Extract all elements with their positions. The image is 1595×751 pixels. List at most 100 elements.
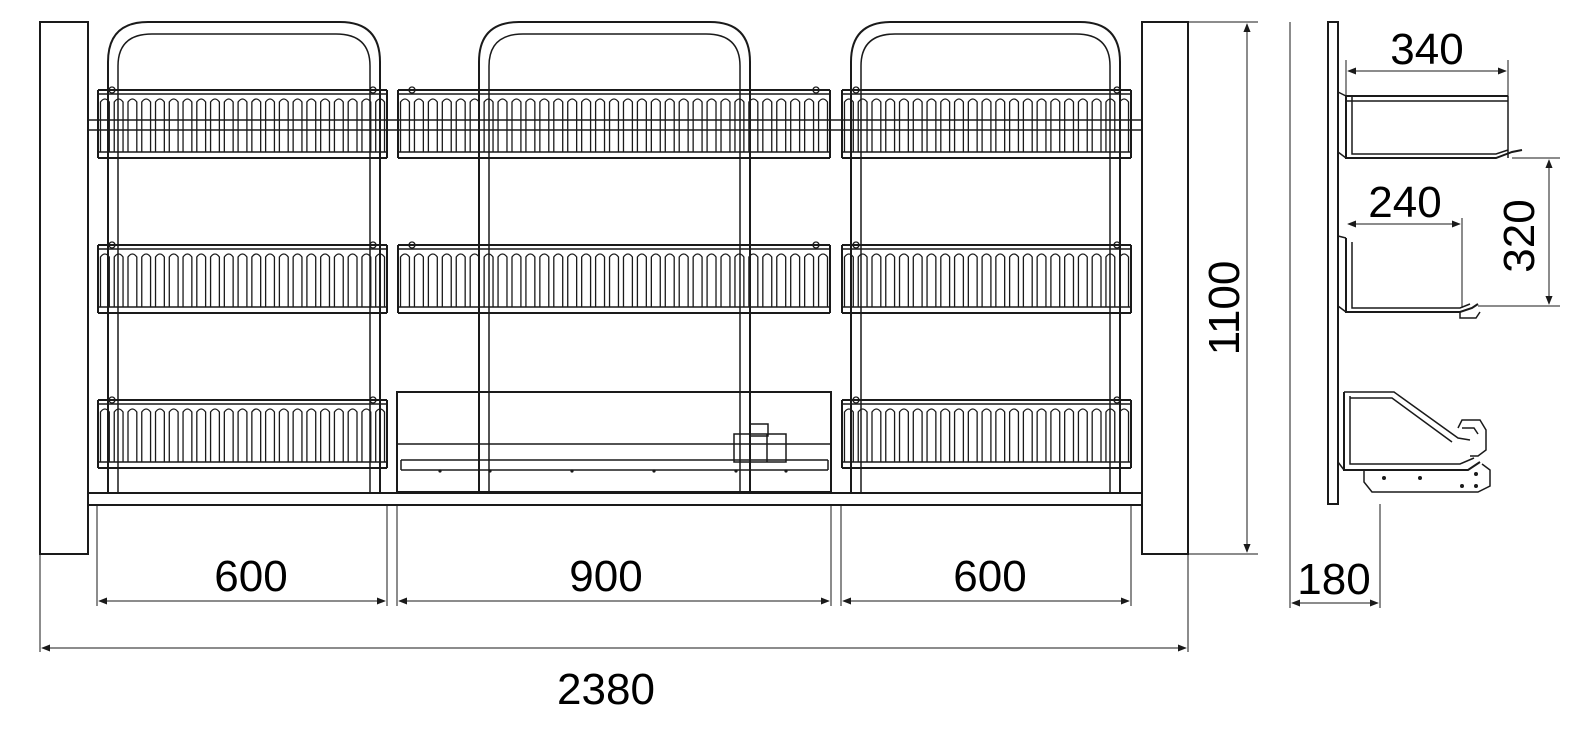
basket-wire	[375, 408, 386, 462]
basket-wire	[264, 253, 276, 307]
basket-wire	[912, 98, 923, 152]
basket-wire	[553, 253, 564, 307]
basket-wire	[209, 98, 221, 152]
basket-wire	[678, 98, 689, 152]
basket-wire	[511, 98, 522, 152]
basket-wire	[1091, 253, 1102, 307]
basket-wire	[817, 253, 829, 307]
basket-wire	[209, 408, 221, 462]
basket-wire	[898, 253, 909, 307]
basket-wire	[223, 98, 234, 152]
basket-wire	[664, 253, 675, 307]
basket-wire	[333, 253, 344, 307]
basket-wire	[1050, 253, 1061, 307]
frame-arch-inner	[860, 33, 1111, 493]
basket-wire	[664, 98, 675, 152]
basket-wire	[1091, 98, 1102, 152]
basket-wire	[1008, 408, 1020, 462]
basket-wire	[1105, 253, 1116, 307]
basket-wire	[1022, 253, 1033, 307]
basket-wire	[264, 408, 276, 462]
wire-basket	[841, 241, 1132, 314]
basket-wire	[361, 253, 372, 307]
basket-wire	[1105, 408, 1116, 462]
basket-wire	[399, 253, 411, 307]
basket-wire	[320, 253, 331, 307]
basket-wire	[567, 98, 578, 152]
basket-wire	[292, 98, 303, 152]
dim-overall-width: 2380	[557, 665, 655, 714]
basket-wire	[455, 98, 466, 152]
basket-wire	[539, 98, 550, 152]
basket-wire	[141, 253, 152, 307]
basket-wire	[347, 408, 358, 462]
dim-center-width: 900	[569, 552, 642, 601]
basket-wire	[1036, 98, 1047, 152]
basket-wire	[622, 98, 634, 152]
basket-wire	[209, 253, 221, 307]
basket-wire	[1036, 408, 1047, 462]
basket-wire	[1077, 253, 1088, 307]
basket-wire	[636, 253, 647, 307]
frame-uprights	[107, 21, 1121, 493]
basket-wire	[1022, 408, 1033, 462]
basket-wire	[706, 98, 717, 152]
basket-wire	[720, 98, 731, 152]
basket-wire	[413, 253, 425, 307]
basket-wire	[940, 408, 951, 462]
basket-wire	[99, 408, 110, 462]
basket-wire	[154, 408, 165, 462]
basket-wire	[196, 98, 207, 152]
basket-wire	[251, 98, 262, 152]
basket-wire	[981, 98, 992, 152]
front-view: 600 900 600 2380 1100	[39, 21, 1258, 714]
basket-wire	[940, 98, 951, 152]
basket-wire	[375, 98, 386, 152]
basket-wire	[168, 98, 179, 152]
basket-wire	[622, 253, 634, 307]
basket-wire	[427, 253, 438, 307]
front-dimensions: 600 900 600 2380 1100	[39, 21, 1258, 714]
frame-arch-inner	[117, 33, 371, 493]
basket-wire	[1119, 408, 1130, 462]
basket-wire	[734, 98, 745, 152]
basket-wire	[885, 253, 896, 307]
side-base-unit	[1337, 391, 1491, 493]
basket-group	[97, 86, 1132, 469]
basket-wire	[857, 408, 868, 462]
basket-wire	[871, 253, 882, 307]
base-unit-block	[733, 433, 787, 463]
basket-wire	[127, 98, 138, 152]
basket-wire	[113, 98, 124, 152]
basket-wire	[912, 253, 923, 307]
basket-wire	[427, 98, 438, 152]
basket-wire	[1119, 253, 1130, 307]
basket-wire	[748, 253, 759, 307]
basket-wire	[1050, 98, 1061, 152]
basket-wire	[347, 253, 358, 307]
basket-wire	[953, 98, 965, 152]
basket-wire	[1064, 253, 1075, 307]
basket-wire	[776, 253, 787, 307]
basket-wire	[1008, 253, 1020, 307]
basket-wire	[292, 253, 303, 307]
basket-wire	[636, 98, 647, 152]
basket-wire	[320, 408, 331, 462]
basket-wire	[706, 253, 717, 307]
basket-wire	[264, 98, 276, 152]
basket-wire	[885, 408, 896, 462]
basket-wire	[278, 253, 289, 307]
basket-wire	[1064, 408, 1075, 462]
left-side-panel	[39, 21, 89, 555]
basket-wire	[581, 253, 592, 307]
side-view: 340 240 320 180	[1289, 21, 1560, 608]
basket-wire	[1105, 98, 1116, 152]
basket-wire	[692, 98, 703, 152]
basket-wire	[525, 98, 536, 152]
basket-wire	[333, 98, 344, 152]
basket-wire	[608, 98, 620, 152]
basket-wire	[803, 98, 815, 152]
basket-wire	[182, 98, 193, 152]
basket-wire	[361, 98, 372, 152]
dim-middle-basket-depth: 240	[1368, 178, 1441, 227]
